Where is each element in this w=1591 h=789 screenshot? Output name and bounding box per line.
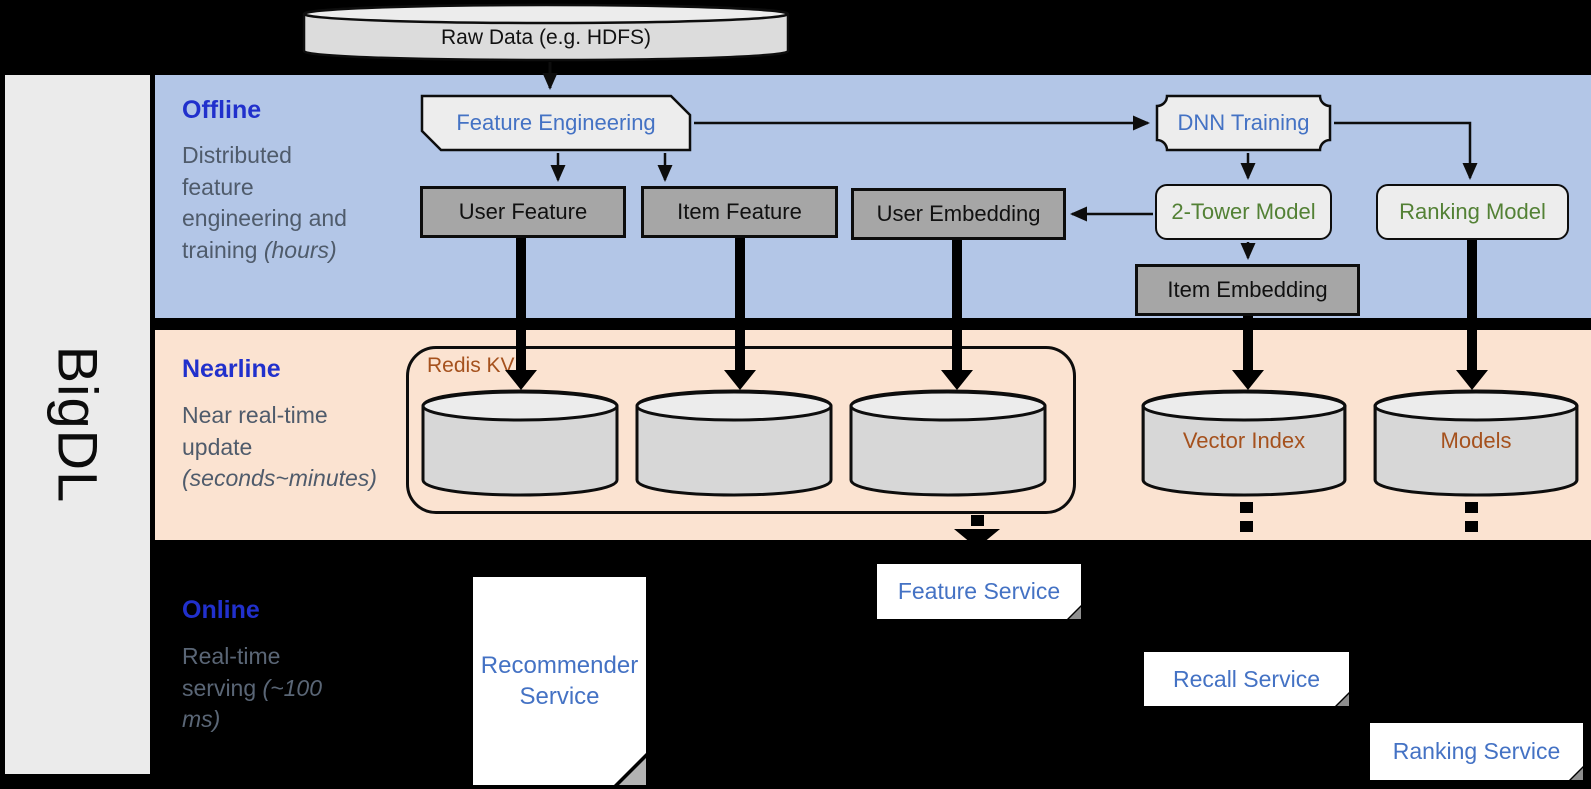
ranking-service-node: Ranking Service [1370,723,1583,780]
dnn-training-label: DNN Training [1177,110,1310,135]
two-tower-model-node: 2-Tower Model [1155,184,1332,240]
models-cylinder: Models [1372,388,1580,498]
raw-data-cylinder: Raw Data (e.g. HDFS) [302,3,790,62]
offline-description: Distributed feature engineering and trai… [182,142,347,264]
kv-cylinder-2 [634,388,834,498]
online-title: Online [182,596,260,624]
cylinder-shape [421,389,619,497]
cylinder-shape [849,389,1047,497]
folded-corner-flap-icon [1337,694,1349,706]
nearline-title: Nearline [182,355,281,383]
plaque-shape [1155,94,1332,152]
recall-service-node: Recall Service [1144,652,1349,706]
recommender-service-label: Recommender Service [480,651,639,710]
snip-rect-shape [420,94,692,152]
folded-corner-flap-icon [1069,607,1081,619]
folded-corner-flap-icon [1571,768,1583,780]
brand-label: BigDL [46,345,109,504]
ranking-model-node: Ranking Model [1376,184,1569,240]
user-feature-node: User Feature [420,186,626,238]
feature-engineering-label: Feature Engineering [456,110,656,135]
feature-service-node: Feature Service [877,564,1081,619]
folded-corner-flap-icon [619,758,646,785]
raw-data-label: Raw Data (e.g. HDFS) [440,25,652,49]
nearline-description: Near real-time update (seconds~minutes) [182,402,377,492]
cylinder-shape [1141,389,1347,497]
item-feature-node: Item Feature [641,186,838,238]
models-label: Models [1440,428,1512,453]
feature-engineering-node: Feature Engineering [420,94,692,152]
cylinder-shape [635,389,833,497]
bigdl-sidebar: BigDL [5,75,150,774]
vector-index-label: Vector Index [1182,428,1306,453]
cylinder-shape [302,3,790,62]
vector-index-cylinder: Vector Index [1140,388,1348,498]
dnn-training-node: DNN Training [1155,94,1332,152]
recommender-service-node: Recommender Service [473,577,646,785]
cylinder-shape [1373,389,1579,497]
user-embedding-node: User Embedding [851,188,1066,240]
kv-cylinder-1 [420,388,620,498]
kv-cylinder-3 [848,388,1048,498]
offline-title: Offline [182,96,262,124]
item-embedding-node: Item Embedding [1135,264,1360,316]
redis-kv-label: Redis KV [427,354,515,377]
online-description: Real-time serving (~100 ms) [182,643,323,733]
